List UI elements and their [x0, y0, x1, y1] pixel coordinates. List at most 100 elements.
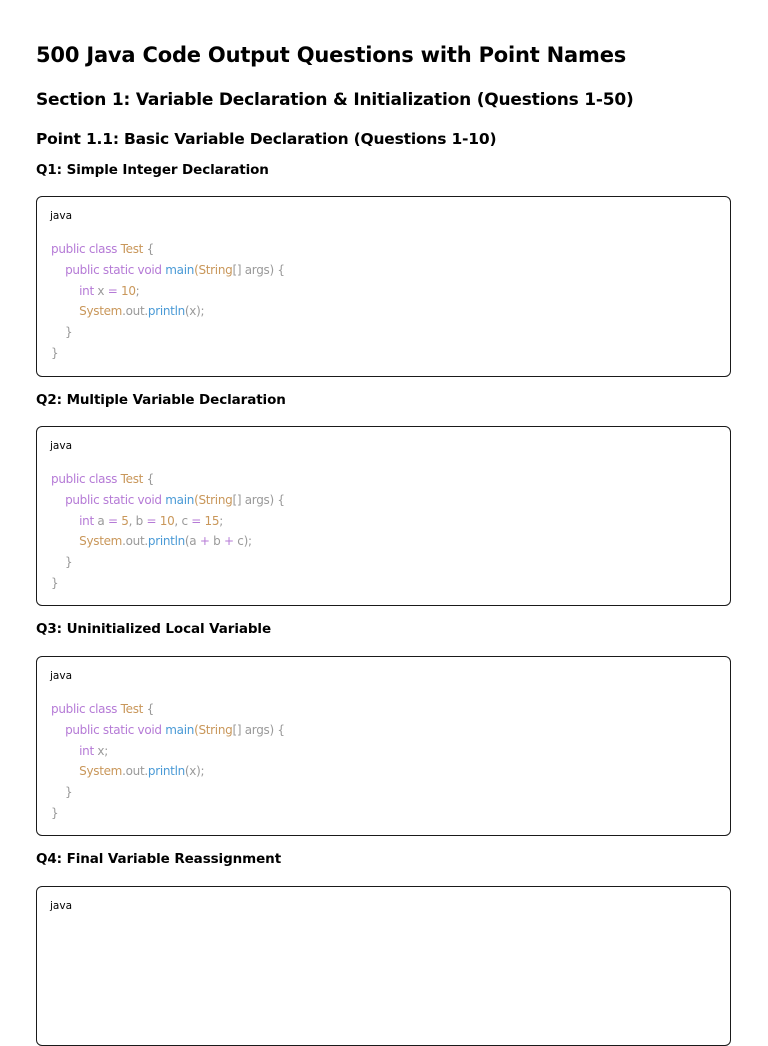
code-line: public static void main(String[] args) { [51, 260, 285, 281]
code-token [51, 764, 79, 778]
code-token: int [79, 513, 98, 528]
code-token: [] args) { [232, 262, 285, 277]
code-language-label: java [50, 670, 72, 682]
code-block-q2: java public class Test { public static v… [36, 426, 731, 606]
code-token: ; [219, 513, 223, 528]
code-token [51, 304, 79, 318]
code-token: } [51, 325, 73, 340]
code-token: main [165, 722, 195, 737]
code-token: Test [120, 472, 144, 486]
code-token: (String [194, 722, 233, 737]
code-token: { [143, 242, 155, 256]
code-line: System.out.println(x); [51, 301, 285, 322]
code-token: public static void [65, 722, 166, 737]
code-token: .out. [122, 534, 148, 549]
code-line: } [51, 552, 285, 573]
code-token: + [224, 534, 238, 549]
code-line: System.out.println(a + b + c); [51, 531, 285, 552]
code-token: } [51, 555, 73, 570]
code-token: Test [120, 702, 144, 716]
code-token: public static void [65, 262, 166, 277]
code-token: System [79, 534, 123, 549]
code-line: public static void main(String[] args) { [51, 490, 285, 511]
code-line: System.out.println(x); [51, 761, 285, 782]
code-token: (String [194, 492, 233, 507]
code-token: int [79, 743, 98, 758]
code-content: public class Test { public static void m… [51, 469, 285, 594]
code-token: , c [174, 513, 192, 528]
code-line: } [51, 573, 285, 594]
code-token [51, 514, 79, 528]
code-token: public class [51, 702, 121, 716]
code-line: int x; [51, 741, 285, 762]
code-token: , b [128, 513, 147, 528]
code-token: = [107, 283, 121, 298]
code-token: [] args) { [232, 492, 285, 507]
code-block-q4: java [36, 886, 731, 1046]
code-token: public static void [65, 492, 166, 507]
code-block-q1: java public class Test { public static v… [36, 196, 731, 377]
code-token: ; [135, 283, 140, 298]
code-token: } [51, 785, 73, 800]
code-token: (String [194, 262, 233, 277]
question-title-q4: Q4: Final Variable Reassignment [36, 851, 282, 867]
code-token: + [199, 534, 214, 549]
code-line: } [51, 343, 285, 364]
question-title-q2: Q2: Multiple Variable Declaration [36, 392, 286, 408]
code-token: x [97, 283, 108, 298]
code-token: println [147, 304, 185, 319]
code-token: Test [120, 242, 144, 256]
code-line: public static void main(String[] args) { [51, 720, 285, 741]
point-heading: Point 1.1: Basic Variable Declaration (Q… [36, 130, 497, 148]
code-token: public class [51, 242, 121, 256]
code-line: int x = 10; [51, 281, 285, 302]
code-token [51, 263, 65, 277]
code-token: a [97, 513, 108, 528]
code-content: public class Test { public static void m… [51, 699, 285, 824]
section-heading: Section 1: Variable Declaration & Initia… [36, 90, 634, 110]
code-token: } [51, 575, 59, 590]
code-token: { [143, 702, 155, 716]
code-token [51, 723, 65, 737]
code-token: .out. [122, 764, 148, 779]
code-token: main [165, 262, 195, 277]
code-token: public class [51, 472, 121, 486]
code-token: 5 [121, 513, 129, 528]
code-line: public class Test { [51, 699, 285, 720]
code-token: println [147, 534, 185, 549]
code-token: int [79, 283, 98, 298]
code-token: 10 [159, 513, 175, 528]
code-line: public class Test { [51, 469, 285, 490]
code-token: 10 [121, 283, 136, 298]
code-token: System [79, 304, 123, 319]
code-token [51, 284, 79, 298]
code-token: } [51, 345, 59, 360]
code-token: = [146, 513, 160, 528]
code-token: = [107, 513, 122, 528]
code-token: (a [184, 534, 200, 549]
code-token: b [213, 534, 224, 549]
code-language-label: java [50, 900, 72, 912]
question-title-q3: Q3: Uninitialized Local Variable [36, 621, 272, 637]
code-token: { [143, 472, 155, 486]
code-line: } [51, 322, 285, 343]
code-line: } [51, 803, 285, 824]
code-language-label: java [50, 440, 72, 452]
code-token: println [147, 764, 185, 779]
code-token [51, 493, 65, 507]
code-token: } [51, 805, 59, 820]
code-token: [] args) { [232, 722, 285, 737]
code-token [51, 534, 79, 548]
question-title-q1: Q1: Simple Integer Declaration [36, 162, 269, 178]
code-block-q3: java public class Test { public static v… [36, 656, 731, 836]
code-token: = [191, 513, 205, 528]
code-token: (x); [184, 304, 205, 319]
code-token: (x); [184, 764, 205, 779]
code-token: 15 [204, 513, 220, 528]
code-token: c); [237, 534, 252, 549]
code-token: x; [97, 743, 108, 758]
code-line: int a = 5, b = 10, c = 15; [51, 511, 285, 532]
code-token [51, 744, 79, 758]
code-content: public class Test { public static void m… [51, 239, 285, 364]
code-token: .out. [122, 304, 148, 319]
